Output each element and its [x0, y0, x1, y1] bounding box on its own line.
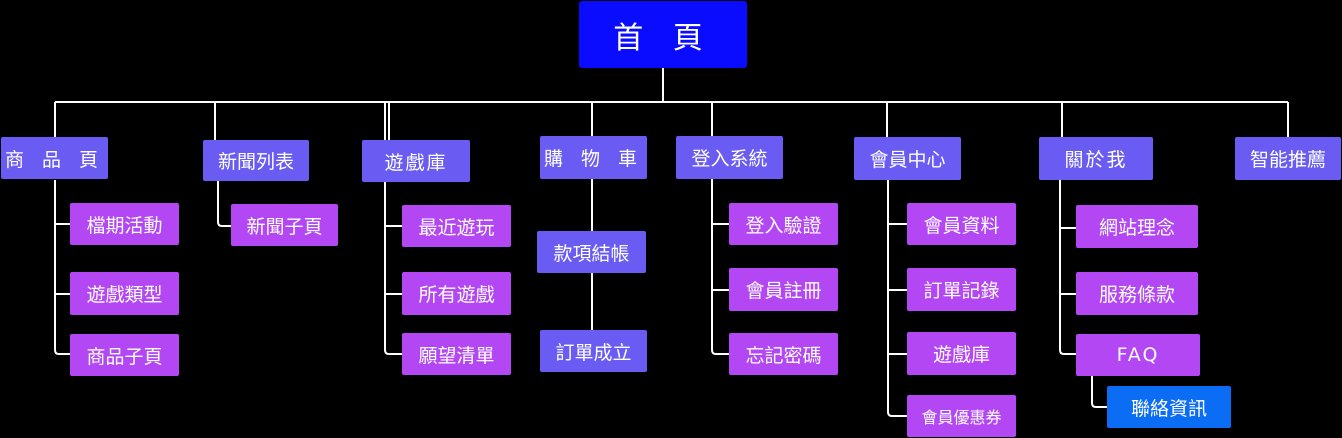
- subpage-login-verify[interactable]: 登入驗證: [729, 203, 838, 245]
- subpage-label: 願望清單: [418, 344, 495, 367]
- subpage-member-coupons[interactable]: 會員優惠券: [907, 395, 1016, 437]
- category-label: 智能推薦: [1249, 149, 1326, 171]
- subpage-label: 忘記密碼: [745, 344, 822, 367]
- category-label: 會員中心: [869, 149, 946, 171]
- subpage-order-history[interactable]: 訂單記錄: [907, 268, 1016, 311]
- subpage-label: 網站理念: [1098, 217, 1175, 239]
- subpage-label: 新聞子頁: [246, 215, 323, 238]
- category-label: 遊戲庫: [384, 151, 448, 174]
- subpage-member-profile[interactable]: 會員資料: [907, 203, 1016, 245]
- subpage-news-detail[interactable]: 新聞子頁: [231, 204, 338, 246]
- subpage-label: 商品子頁: [86, 345, 163, 368]
- category-shopping-cart[interactable]: 購 物 車: [540, 136, 647, 179]
- subpage-label: 所有遊戲: [418, 284, 495, 306]
- subpage-label: 會員資料: [923, 214, 1000, 237]
- subpage-forgot-password[interactable]: 忘記密碼: [729, 333, 838, 375]
- subpage-label: 檔期活動: [86, 214, 163, 237]
- subpage-label: 遊戲庫: [932, 344, 990, 366]
- home-node[interactable]: 首 頁: [579, 1, 747, 68]
- subpage-wishlist[interactable]: 願望清單: [402, 333, 511, 375]
- subpage-order-confirmed[interactable]: 訂單成立: [540, 330, 647, 372]
- category-member-center[interactable]: 會員中心: [854, 137, 961, 180]
- category-smart-recommend[interactable]: 智能推薦: [1235, 137, 1341, 180]
- subpage-faq[interactable]: FAQ: [1076, 334, 1200, 376]
- subpage-member-game-library[interactable]: 遊戲庫: [907, 332, 1016, 375]
- category-label: 關於我: [1064, 149, 1128, 171]
- category-label: 購 物 車: [543, 148, 644, 170]
- subpage-promotions[interactable]: 檔期活動: [70, 203, 179, 245]
- category-label: 登入系統: [691, 148, 768, 170]
- subpage-contact-info[interactable]: 聯絡資訊: [1107, 386, 1231, 428]
- category-game-library[interactable]: 遊戲庫: [362, 140, 470, 182]
- subpage-label: 登入驗證: [745, 214, 822, 237]
- subpage-all-games[interactable]: 所有遊戲: [402, 272, 511, 315]
- subpage-label: 遊戲類型: [86, 284, 163, 306]
- subpage-checkout[interactable]: 款項結帳: [537, 231, 646, 273]
- category-label: 新聞列表: [217, 151, 294, 173]
- subpage-label: 會員註冊: [745, 280, 822, 302]
- category-news-list[interactable]: 新聞列表: [203, 140, 309, 181]
- subpage-site-philosophy[interactable]: 網站理念: [1076, 205, 1198, 248]
- category-product-page[interactable]: 商 品 頁: [1, 137, 108, 179]
- subpage-product-detail[interactable]: 商品子頁: [70, 334, 179, 376]
- subpage-label: 聯絡資訊: [1130, 397, 1207, 420]
- category-label: 商 品 頁: [4, 148, 105, 171]
- subpage-member-register[interactable]: 會員註冊: [729, 268, 838, 311]
- subpage-terms-of-service[interactable]: 服務條款: [1076, 272, 1198, 315]
- subpage-label: 訂單成立: [555, 341, 632, 364]
- subpage-label: 服務條款: [1098, 284, 1175, 306]
- subpage-label: 訂單記錄: [923, 280, 1000, 302]
- subpage-game-genres[interactable]: 遊戲類型: [70, 272, 179, 315]
- category-login-system[interactable]: 登入系統: [676, 136, 783, 179]
- subpage-label: 款項結帳: [553, 242, 630, 265]
- subpage-label: FAQ: [1116, 344, 1160, 366]
- subpage-label: 最近遊玩: [418, 216, 495, 239]
- subpage-recently-played[interactable]: 最近遊玩: [402, 205, 511, 247]
- subpage-label: 會員優惠券: [921, 408, 1002, 427]
- category-about-me[interactable]: 關於我: [1039, 137, 1153, 180]
- home-label: 首 頁: [613, 20, 713, 56]
